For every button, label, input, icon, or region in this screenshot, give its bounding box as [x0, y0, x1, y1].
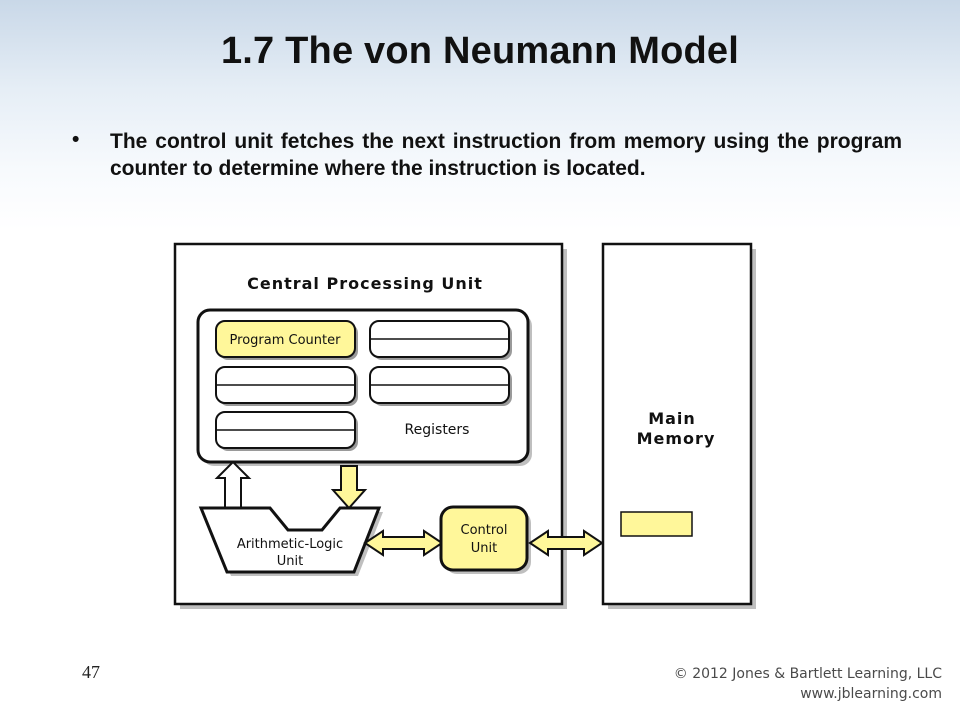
- register-slot: [369, 366, 512, 406]
- slide-number: 47: [82, 662, 100, 682]
- register-slot: [369, 320, 512, 360]
- register-slot: [215, 411, 358, 451]
- copyright-notice: © 2012 Jones & Bartlett Learning, LLC ww…: [674, 664, 942, 704]
- control-unit-label-line1: Control: [461, 523, 508, 538]
- bullet-point: • The control unit fetches the next inst…: [72, 128, 902, 182]
- control-unit: [439, 505, 531, 574]
- publisher-url: www.jblearning.com: [800, 686, 942, 702]
- bullet-marker: •: [72, 128, 80, 151]
- alu-to-registers-arrow: [214, 460, 252, 509]
- register-slot: [215, 366, 358, 406]
- memory-label-line1: Main: [648, 409, 696, 428]
- memory-cell: [620, 511, 693, 537]
- memory-label-line2: Memory: [637, 429, 716, 448]
- bullet-text: The control unit fetches the next instru…: [110, 130, 902, 180]
- registers-to-alu-arrow: [330, 465, 368, 510]
- alu-shape: [198, 506, 383, 576]
- cpu-label: Central Processing Unit: [247, 274, 483, 293]
- main-memory-box: [601, 242, 756, 609]
- copyright-line: © 2012 Jones & Bartlett Learning, LLC: [673, 666, 942, 682]
- program-counter-label: Program Counter: [230, 333, 342, 348]
- alu-label-line2: Unit: [277, 554, 303, 569]
- program-counter: [215, 320, 358, 360]
- control-unit-label-line2: Unit: [471, 541, 497, 556]
- slide-title: 1.7 The von Neumann Model: [220, 30, 740, 72]
- alu-label-line1: Arithmetic-Logic: [237, 537, 343, 552]
- registers-label: Registers: [405, 422, 470, 438]
